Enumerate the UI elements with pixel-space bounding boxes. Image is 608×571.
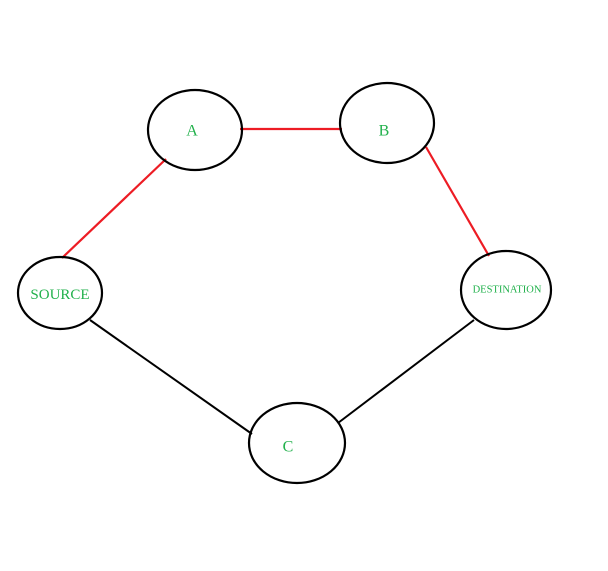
node-c-label: C [283, 439, 294, 456]
edge-c-destination [337, 319, 475, 424]
node-b-label: B [379, 123, 390, 140]
node-b: B [338, 81, 436, 165]
edge-source-a [61, 158, 167, 259]
node-c: C [247, 401, 347, 485]
node-destination-label: DESTINATION [473, 285, 542, 296]
node-c-circle [247, 401, 347, 485]
node-source-circle [16, 255, 104, 331]
node-source: SOURCE [16, 255, 104, 331]
edge-source-c [89, 319, 253, 435]
node-a-circle [146, 88, 244, 172]
node-a: A [146, 88, 244, 172]
node-a-label: A [186, 123, 198, 140]
node-source-label: SOURCE [30, 287, 89, 303]
node-destination-circle [459, 249, 553, 331]
edge-b-destination [425, 146, 490, 257]
node-destination: DESTINATION [459, 249, 553, 331]
node-b-circle [338, 81, 436, 165]
